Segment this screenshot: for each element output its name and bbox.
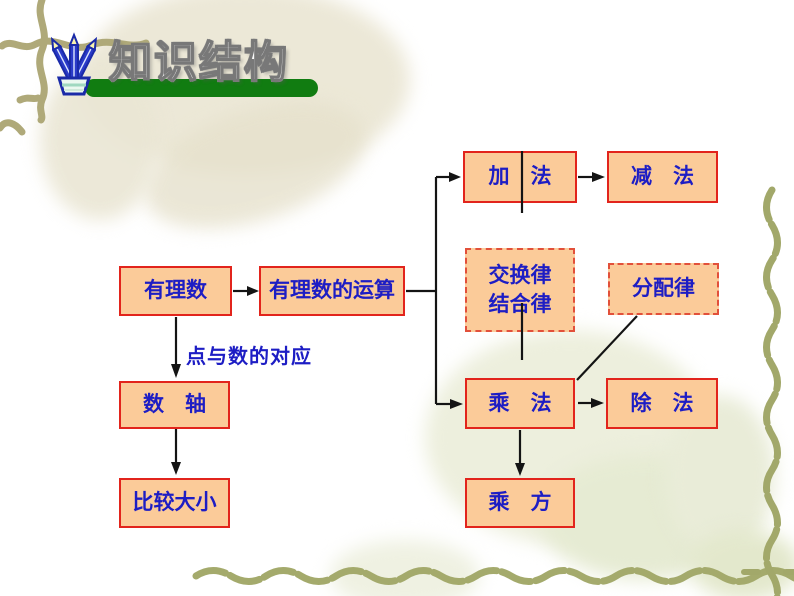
- node-label: 乘 方: [488, 490, 552, 515]
- node-compare-size: 比较大小: [119, 478, 230, 528]
- arrowhead: [171, 462, 181, 475]
- node-addition: 加 法: [463, 151, 577, 203]
- node-label: 有理数的运算: [269, 278, 395, 303]
- node-multiplication: 乘 法: [465, 378, 575, 429]
- node-distributive-law: 分配律: [608, 263, 719, 315]
- node-label: 除 法: [630, 390, 694, 415]
- node-division: 除 法: [606, 378, 718, 429]
- node-label: 分配律: [632, 276, 695, 301]
- pencils-in-cup-icon: [50, 32, 98, 96]
- node-label: 有理数: [144, 278, 207, 303]
- node-number-line: 数 轴: [119, 381, 230, 429]
- leaf-watermark: [330, 540, 480, 596]
- node-power: 乘 方: [465, 478, 575, 528]
- leaf-watermark: [690, 530, 794, 596]
- arrowhead: [171, 364, 181, 378]
- pencil-cup: [56, 76, 92, 96]
- node-label: 交换律: [488, 262, 552, 287]
- node-label: 数 轴: [143, 392, 206, 417]
- page-title: 知识结构: [108, 39, 289, 87]
- edge-label-point-number-correspondence: 点与数的对应: [186, 346, 312, 368]
- node-label: 乘 法: [488, 390, 552, 415]
- node-commutative-associative-laws: 交换律 结合律: [465, 248, 575, 332]
- node-label: 结合律: [488, 292, 552, 316]
- node-rational-operations: 有理数的运算: [259, 266, 405, 316]
- title-accent-bar: [85, 79, 318, 97]
- node-label: 比较大小: [132, 490, 217, 515]
- arrowhead: [592, 172, 605, 182]
- node-subtraction: 减 法: [607, 151, 718, 203]
- node-rational-numbers: 有理数: [119, 266, 232, 316]
- arrowhead: [247, 286, 259, 296]
- arrowhead: [449, 172, 461, 182]
- pencil-middle: [68, 32, 80, 80]
- node-label: 减 法: [631, 164, 694, 189]
- node-label: 加 法: [488, 164, 552, 189]
